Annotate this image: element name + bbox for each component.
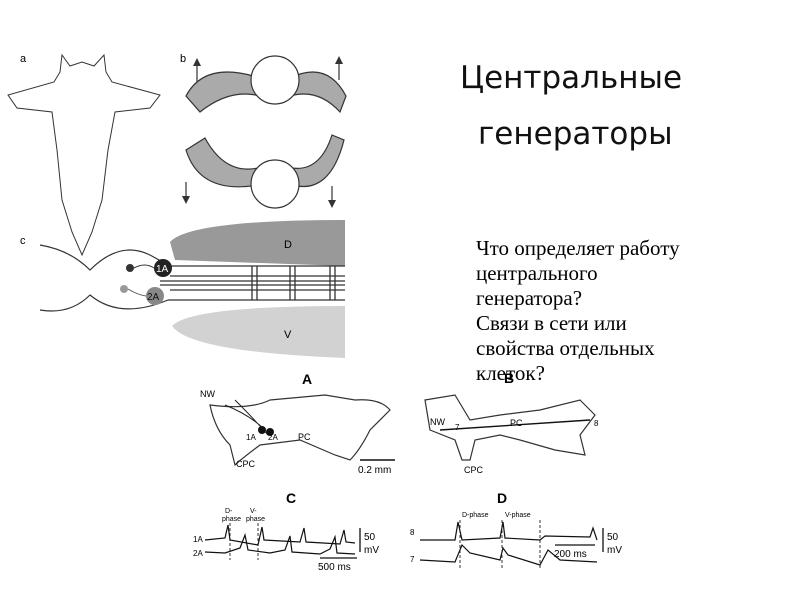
n2a-label: 2A [268,433,278,442]
neuron-link-dark [133,264,155,269]
trace-d-dphase-label: D-phase [462,512,489,519]
neuron-cluster-light [120,285,128,293]
nw-left-label: NW [200,389,215,399]
axon-right [439,419,591,431]
trace-d-row2: 7 [410,555,415,564]
n8-label: 8 [594,419,599,428]
neuron-2a-label: 2A [147,292,160,303]
trace-c-dphase-label: D-phase [222,508,241,523]
wing-stroke-down [182,134,345,209]
question-line: генератора? [476,286,583,310]
wing-stroke-up [185,55,347,114]
cpc-right-label: CPC [464,465,484,475]
dorsal-label: D [284,239,292,251]
neuron-link-light [127,288,147,297]
neuron-2a [146,287,164,305]
trace-d-volt: 50 [607,532,619,543]
trace-c-time: 500 ms [318,562,351,573]
clione-body-outline [7,53,161,257]
panel-label-c: c [20,235,26,247]
neuron-1a-anatomy [258,426,266,434]
trace-d-vphase-label: V-phase [505,512,531,519]
neuron-1a [154,259,172,277]
question-line: центрального [476,261,598,285]
question-line: свойства отдельных [476,336,655,360]
trace-c-vphase-label: V-phase [246,508,265,523]
trace-c-row1: 1A [193,535,203,544]
question-line: Связи в сети или [476,311,627,335]
scale-label-anatomy: 0.2 mm [358,465,391,476]
neuron-1a-label: 1A [156,264,169,275]
dorsal-muscle [170,220,345,266]
question-line: клеток? [476,361,545,385]
cpc-left-label: CPC [236,459,256,469]
nw-right-label: NW [430,417,445,427]
ganglion-anatomy-left [209,394,391,467]
trace-d-row1: 8 [410,528,415,537]
question-line: Что определяет работу [476,236,680,260]
neuron-2a-anatomy [266,428,274,436]
trace-c: D-phase V-phase 1A 2A 50 mV 500 ms [193,508,379,573]
panel-label-C: C [286,490,296,506]
clione-figure-upper: a b c D V 1A 2A [7,53,347,358]
pc-left-label: PC [298,432,311,442]
pc-right-label: PC [510,418,523,428]
trace-c-volt: 50 [364,532,376,543]
n1a-label: 1A [246,433,256,442]
panel-label-A: A [302,371,312,387]
n7-label: 7 [455,423,460,432]
panel-label-B: B [504,370,514,386]
trace-c-volt-unit: mV [364,545,379,556]
slide-title-line1: Центральные [460,60,683,96]
neuron-cluster-dark [126,264,134,272]
nerve-grid [160,266,345,300]
question-text: Что определяет работу центрального генер… [476,236,776,386]
ventral-muscle [172,306,345,358]
ventral-label: V [284,329,292,341]
trace-d-volt-unit: mV [607,545,622,556]
slide-title-line2: генераторы [478,116,673,152]
panel-label-b: b [180,53,186,65]
panel-label-D: D [497,490,507,506]
trace-c-row2: 2A [193,549,203,558]
clione-figure-lower: A B C D NW PC CPC 1A 2A NW PC CPC 7 8 0.… [193,370,622,573]
trace-d: D-phase V-phase 8 7 50 mV 200 ms [410,512,622,570]
ganglion-anatomy-right [424,394,596,461]
panel-label-a: a [20,53,27,65]
trace-d-time: 200 ms [554,549,587,560]
